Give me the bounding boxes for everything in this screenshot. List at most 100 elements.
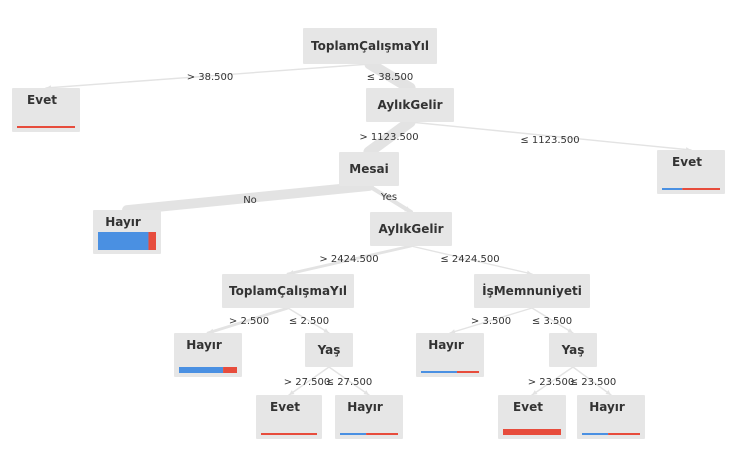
edge-n2-n4 (409, 121, 692, 151)
edge-label: No (243, 195, 257, 206)
edge-arrowhead (369, 143, 379, 152)
edge-arrowhead (363, 390, 369, 395)
node-label: ToplamÇalışmaYıl (229, 284, 347, 298)
node-box (416, 333, 484, 377)
tree-node-n7[interactable]: ToplamÇalışmaYıl (222, 274, 354, 308)
node-box (474, 274, 590, 308)
class-bar-red (503, 429, 561, 435)
tree-node-n1[interactable]: Evet (12, 88, 80, 132)
edge-label: > 27.500 (284, 377, 331, 388)
edge-label: > 2424.500 (319, 254, 378, 265)
class-bar-blue (179, 367, 224, 373)
tree-node-n14[interactable]: Hayır (335, 395, 403, 439)
node-label: Yaş (561, 343, 585, 357)
node-box (335, 395, 403, 439)
node-label: Yaş (317, 343, 341, 357)
tree-node-n9[interactable]: Hayır (174, 333, 242, 377)
node-label: Evet (513, 400, 543, 414)
edge-label: ≤ 38.500 (367, 72, 414, 83)
edge-arrowhead (450, 329, 456, 334)
node-label: AylıkGelir (378, 222, 443, 236)
edge-label: ≤ 23.500 (570, 377, 617, 388)
node-label: AylıkGelir (377, 98, 442, 112)
tree-node-n12[interactable]: Yaş (549, 333, 597, 367)
edge-n3-n6 (366, 183, 414, 215)
edge-label: > 2.500 (229, 316, 269, 327)
edge-label: > 1123.500 (359, 132, 418, 143)
edge-n8-n12 (531, 307, 574, 334)
node-label: Evet (27, 93, 57, 107)
edge-n8-n11 (449, 307, 533, 334)
edge-label: > 23.500 (528, 377, 575, 388)
edge-label: ≤ 3.500 (532, 316, 572, 327)
node-label: İşMemnuniyeti (482, 283, 582, 298)
node-box (366, 88, 454, 122)
tree-node-n6[interactable]: AylıkGelir (370, 212, 452, 246)
node-box (657, 150, 725, 194)
class-bar-red (261, 433, 317, 435)
edge-arrowhead (400, 79, 410, 88)
node-box (222, 274, 354, 308)
tree-node-n2[interactable]: AylıkGelir (366, 88, 454, 122)
node-label: ToplamÇalışmaYıl (311, 39, 429, 53)
node-label: Evet (672, 155, 702, 169)
edge-arrowhead (289, 390, 295, 395)
node-box (498, 395, 566, 439)
tree-node-n0[interactable]: ToplamÇalışmaYıl (303, 28, 437, 64)
edge-arrowhead (404, 206, 411, 212)
node-label: Hayır (186, 338, 222, 352)
edge-arrowhead (532, 390, 538, 395)
class-bar-red (608, 433, 640, 435)
node-box (12, 88, 80, 132)
tree-node-n3[interactable]: Mesai (339, 152, 399, 186)
edge-label: Yes (380, 192, 397, 203)
class-bar-red (456, 371, 479, 373)
tree-node-n11[interactable]: Hayır (416, 333, 484, 377)
node-box (174, 333, 242, 377)
node-box (256, 395, 322, 439)
tree-node-n13[interactable]: Evet (256, 395, 322, 439)
tree-node-n10[interactable]: Yaş (305, 333, 353, 367)
edge-label: ≤ 2.500 (289, 316, 329, 327)
class-bar-blue (582, 433, 609, 435)
node-box (370, 212, 452, 246)
edge-n10-n13 (288, 366, 330, 396)
edge-n0-n1 (45, 63, 371, 89)
class-bar-blue (662, 188, 683, 190)
node-box (577, 395, 645, 439)
class-bar-red (682, 188, 720, 190)
edge-n3-n5 (122, 181, 374, 215)
node-box (303, 28, 437, 64)
edge-label: ≤ 2424.500 (440, 254, 499, 265)
tree-node-n8[interactable]: İşMemnuniyeti (474, 274, 590, 308)
class-bar-blue (98, 232, 149, 250)
edge-n10-n14 (328, 366, 370, 396)
node-label: Hayır (428, 338, 464, 352)
edge-label: ≤ 1123.500 (520, 135, 579, 146)
node-box (339, 152, 399, 186)
edges-layer (45, 58, 692, 396)
tree-node-n15[interactable]: Evet (498, 395, 566, 439)
edge-n6-n7 (286, 244, 413, 276)
tree-node-n5[interactable]: Hayır (93, 210, 161, 254)
node-label: Hayır (347, 400, 383, 414)
edge-n12-n15 (531, 366, 574, 396)
class-bar-blue (421, 371, 457, 373)
edge-arrowhead (605, 390, 611, 395)
node-box (305, 333, 353, 367)
node-box (549, 333, 597, 367)
tree-node-n16[interactable]: Hayır (577, 395, 645, 439)
edge-n7-n10 (287, 307, 330, 334)
edge-arrowhead (567, 328, 573, 333)
class-bar-red (148, 232, 156, 250)
edge-arrowhead (208, 328, 215, 334)
edge-n7-n9 (206, 306, 290, 335)
class-bar-red (366, 433, 398, 435)
edge-label: > 38.500 (187, 72, 234, 83)
node-label: Hayır (105, 215, 141, 229)
tree-node-n4[interactable]: Evet (657, 150, 725, 194)
edge-label: ≤ 27.500 (326, 377, 373, 388)
